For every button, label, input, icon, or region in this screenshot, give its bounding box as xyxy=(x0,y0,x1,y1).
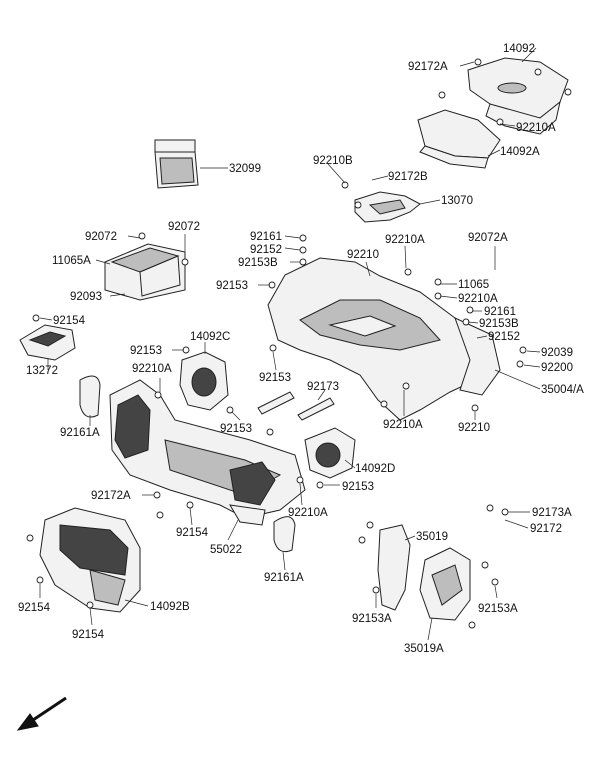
part-11065A-pad xyxy=(104,243,186,301)
label-11065A: 11065A xyxy=(52,255,91,267)
label-13070: 13070 xyxy=(441,195,473,207)
part-92161A-pad-left xyxy=(79,375,101,418)
label-92153A: 92153A xyxy=(352,613,392,625)
part-14092B-grille xyxy=(39,507,141,613)
part-14092A-cover xyxy=(417,109,501,169)
part-55022-frame xyxy=(109,379,306,526)
label-92161: 92161 xyxy=(250,231,282,243)
label-92161: 92161 xyxy=(484,306,516,318)
label-13272: 13272 xyxy=(26,365,58,377)
label-14092C: 14092C xyxy=(190,331,230,343)
label-11065: 11065 xyxy=(458,279,489,291)
label-92210B: 92210B xyxy=(313,155,353,167)
label-14092D: 14092D xyxy=(355,463,395,475)
label-92173: 92173 xyxy=(307,381,339,393)
label-92172A: 92172A xyxy=(91,490,131,502)
label-92154: 92154 xyxy=(72,629,105,641)
label-92153: 92153 xyxy=(259,372,291,384)
label-92072: 92072 xyxy=(85,231,117,243)
label-92153B: 92153B xyxy=(238,257,278,269)
label-35019: 35019 xyxy=(416,531,448,543)
label-92210A: 92210A xyxy=(383,419,423,431)
part-35019A-guard xyxy=(419,547,471,621)
label-92154: 92154 xyxy=(53,315,86,327)
label-92153A: 92153A xyxy=(478,603,518,615)
front-direction-arrow xyxy=(16,696,67,731)
label-35004A: 35004/A xyxy=(541,384,584,396)
label-92039: 92039 xyxy=(541,347,573,359)
part-35019-guard xyxy=(377,524,411,611)
part-32099-filter xyxy=(154,139,199,189)
label-92172B: 92172B xyxy=(388,171,428,183)
part-92161A-pad-right xyxy=(273,516,296,553)
label-14092B: 14092B xyxy=(150,601,190,613)
part-14092D-cover xyxy=(304,427,356,479)
label-92154: 92154 xyxy=(176,527,209,539)
label-92172: 92172 xyxy=(530,523,562,535)
label-92210A: 92210A xyxy=(516,122,556,134)
leader-lines xyxy=(39,47,541,641)
label-92161A: 92161A xyxy=(264,572,304,584)
label-14092A: 14092A xyxy=(500,146,540,158)
label-92210: 92210 xyxy=(347,249,379,261)
label-92154: 92154 xyxy=(18,602,51,614)
part-13272-bracket xyxy=(19,324,76,361)
label-92173A: 92173A xyxy=(532,507,572,519)
part-14092C-cover xyxy=(179,351,229,411)
label-92152: 92152 xyxy=(250,244,282,256)
label-92210A: 92210A xyxy=(385,234,425,246)
label-32099: 32099 xyxy=(229,163,261,175)
part-13070-bracket xyxy=(354,191,421,223)
label-92152: 92152 xyxy=(488,331,520,343)
label-92153: 92153 xyxy=(130,345,162,357)
part-14092-cover xyxy=(467,57,569,135)
label-92072: 92072 xyxy=(168,221,200,233)
fastener-markers xyxy=(26,58,572,629)
part-front-fender xyxy=(267,257,501,421)
label-92210: 92210 xyxy=(458,422,490,434)
label-92072A: 92072A xyxy=(468,232,508,244)
label-92153: 92153 xyxy=(342,481,374,493)
label-92210A: 92210A xyxy=(458,293,498,305)
label-92161A: 92161A xyxy=(60,427,100,439)
label-35019A: 35019A xyxy=(404,643,444,655)
label-92210A: 92210A xyxy=(132,363,172,375)
label-92153B: 92153B xyxy=(479,318,519,330)
label-92200: 92200 xyxy=(541,362,573,374)
label-92153: 92153 xyxy=(220,423,252,435)
label-14092: 14092 xyxy=(503,43,535,55)
label-92093: 92093 xyxy=(70,291,102,303)
label-92153: 92153 xyxy=(216,280,248,292)
label-92210A: 92210A xyxy=(288,507,328,519)
part-labels: 14092 92172A 92210A 14092A 32099 92210B … xyxy=(18,43,584,655)
label-92172A: 92172A xyxy=(408,61,448,73)
part-92173-strips xyxy=(257,391,335,421)
label-55022: 55022 xyxy=(210,544,242,556)
